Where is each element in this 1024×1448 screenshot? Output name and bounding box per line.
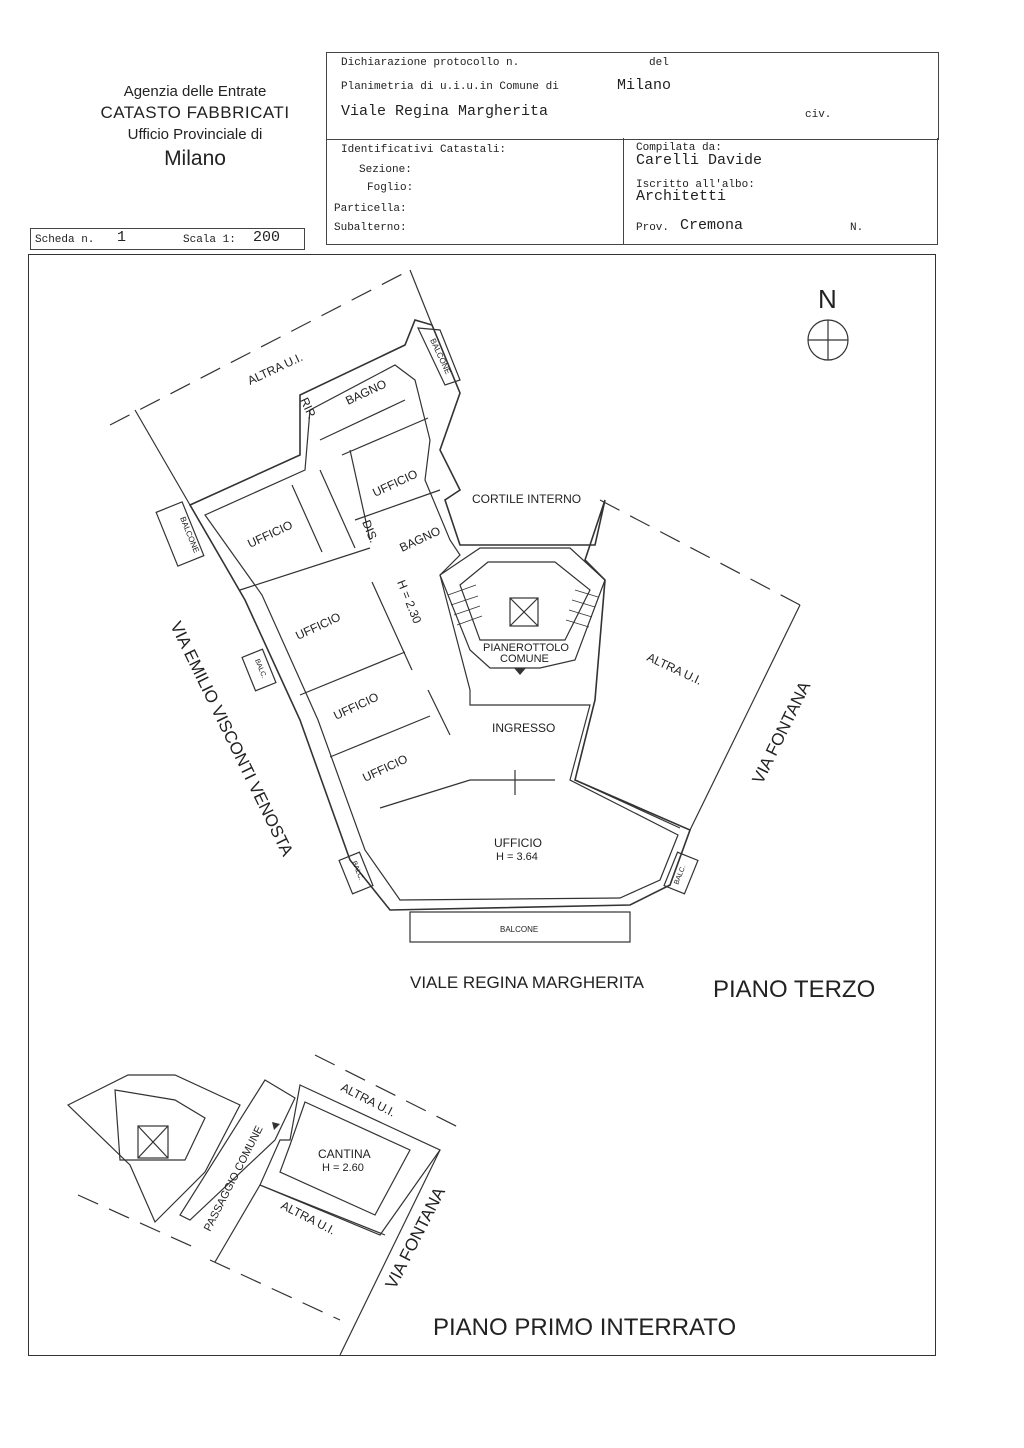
n-label: N.	[850, 222, 864, 234]
entry-arrow-lower-icon	[272, 1122, 280, 1130]
scala-label: Scala 1:	[183, 234, 236, 246]
balc-bottom-right	[663, 851, 699, 895]
label-ufficio-4: UFFICIO	[331, 690, 380, 723]
label-altra-ui-right: ALTRA U.I.	[645, 650, 705, 688]
label-balcone-left: BALCONE	[178, 515, 201, 554]
label-h-364: H = 3.64	[496, 851, 538, 863]
compilata-label: Compilata da:	[636, 142, 722, 154]
balc-bottom-left	[338, 851, 374, 895]
floor-title-piano-terzo: PIANO TERZO	[713, 976, 875, 1003]
balc-left	[241, 648, 277, 692]
provincia: Milano	[164, 147, 226, 171]
ufficio-provinciale: Ufficio Provinciale di	[127, 126, 263, 144]
label-ingresso: INGRESSO	[492, 721, 555, 735]
label-comune: COMUNE	[500, 653, 549, 665]
subalterno-label: Subalterno:	[334, 222, 407, 234]
stair-steps	[447, 584, 599, 628]
stair-core	[439, 547, 606, 669]
scheda-value: 1	[117, 229, 127, 246]
civ-label: civ.	[805, 109, 832, 121]
agency-heading: Agenzia delle Entrate CATASTO FABBRICATI…	[60, 82, 330, 174]
partition-walls	[239, 399, 681, 829]
north-label: N	[818, 284, 837, 314]
prov-label: Prov.	[636, 222, 670, 234]
landing	[459, 561, 591, 641]
north-compass-icon	[807, 319, 849, 361]
label-bagno-1: BAGNO	[343, 377, 388, 408]
catasto-title: CATASTO FABBRICATI	[100, 103, 290, 123]
label-altra-ui-top: ALTRA U.I.	[245, 350, 305, 388]
label-cantina: CANTINA	[318, 1147, 371, 1161]
label-dis: DIS.	[359, 518, 381, 545]
label-cortile: CORTILE INTERNO	[472, 492, 581, 506]
label-ufficio-3: UFFICIO	[293, 610, 342, 643]
scala-value: 200	[253, 229, 281, 246]
scheda-box: Scheda n. 1 Scala 1: 200	[30, 228, 305, 250]
compilata-box: Compilata da: Carelli Davide Iscritto al…	[622, 138, 938, 245]
label-h-260: H = 2.60	[322, 1162, 364, 1174]
label-ufficio-5: UFFICIO	[360, 752, 409, 785]
entry-arrow-icon	[514, 668, 526, 675]
site-lines	[134, 269, 801, 831]
street-via-emilio: VIA EMILIO VISCONTI VENOSTA	[166, 618, 297, 859]
drawing-frame	[28, 254, 936, 1356]
label-ufficio-1: UFFICIO	[370, 467, 419, 500]
scheda-label: Scheda n.	[35, 234, 95, 246]
balcone-left	[155, 501, 205, 567]
label-balcone-bottom: BALCONE	[500, 925, 538, 934]
identificativi-label: Identificativi Catastali:	[341, 144, 507, 156]
prov-value: Cremona	[680, 217, 744, 234]
label-passaggio-comune: PASSAGGIO COMUNE	[202, 1124, 266, 1233]
planimetria-label: Planimetria di u.i.u.in Comune di	[341, 81, 559, 93]
label-ufficio-main: UFFICIO	[494, 836, 542, 850]
identificativi-box: Identificativi Catastali: Sezione: Fogli…	[326, 138, 624, 245]
balcone-bottom	[409, 911, 631, 943]
label-bagno-2: BAGNO	[397, 524, 442, 555]
comune-value: Milano	[617, 77, 672, 94]
street-via-fontana: VIA FONTANA	[749, 678, 815, 787]
floor-title-piano-primo-interrato: PIANO PRIMO INTERRATO	[433, 1314, 736, 1341]
street-viale-regina: VIALE REGINA MARGHERITA	[410, 973, 645, 992]
label-altra-ui-lower-top: ALTRA U.I.	[339, 1080, 398, 1119]
compilata-value: Carelli Davide	[636, 152, 763, 169]
outer-walls	[188, 319, 692, 911]
label-h-230: H = 2.30	[394, 578, 424, 626]
elevator-icon	[509, 597, 539, 627]
agency-name: Agenzia delle Entrate	[123, 83, 267, 100]
inner-walls	[204, 364, 679, 901]
lower-plan-walls	[66, 1074, 441, 1356]
particella-label: Particella:	[334, 203, 407, 215]
del-label: del	[649, 57, 669, 69]
label-pianerottolo: PIANEROTTOLO	[483, 642, 569, 654]
label-ufficio-2: UFFICIO	[245, 518, 294, 551]
label-balc-left: BALC.	[253, 658, 267, 679]
label-balc-bottom-right: BALC.	[673, 864, 687, 885]
dichiarazione-label: Dichiarazione protocollo n.	[341, 57, 520, 69]
foglio-label: Foglio:	[367, 182, 414, 194]
declaration-box: Dichiarazione protocollo n. del Planimet…	[326, 52, 939, 140]
label-balc-bottom-left: BALC.	[350, 860, 364, 881]
property-boundaries	[77, 269, 801, 1321]
iscritto-label: Iscritto all'albo:	[636, 179, 755, 191]
address-value: Viale Regina Margherita	[341, 103, 549, 120]
balcone-top	[417, 327, 461, 386]
sezione-label: Sezione:	[359, 164, 412, 176]
iscritto-value: Architetti	[636, 188, 727, 205]
